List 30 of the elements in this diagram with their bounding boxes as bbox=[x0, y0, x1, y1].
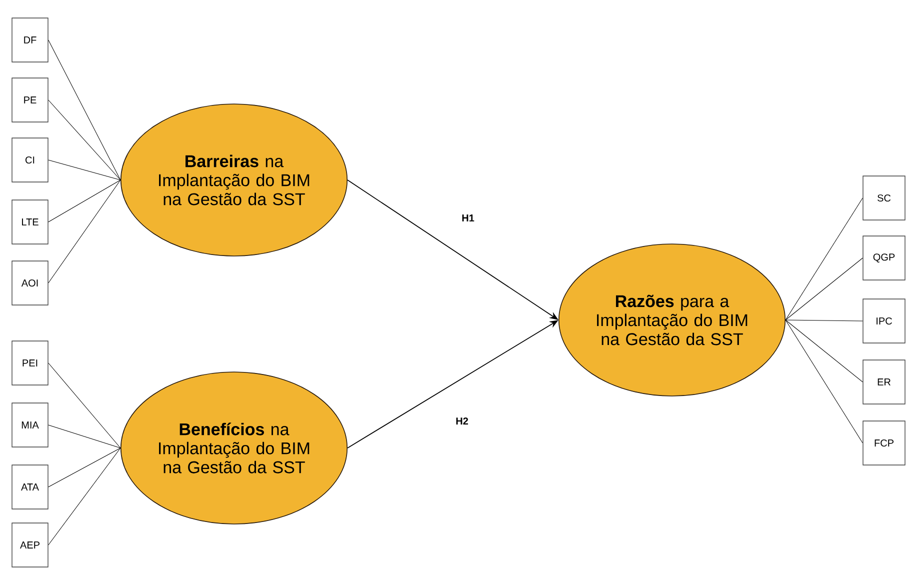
connector-line bbox=[48, 180, 121, 222]
edge-label: H1 bbox=[460, 214, 476, 222]
indicator-box: PEI bbox=[12, 340, 48, 386]
connector-line bbox=[785, 320, 863, 444]
indicator-box: ATA bbox=[12, 464, 48, 510]
indicator-box: IPC bbox=[862, 298, 906, 344]
indicator-box: SC bbox=[862, 176, 906, 220]
indicator-box: CI bbox=[12, 138, 48, 182]
connector-line bbox=[48, 362, 121, 448]
indicator-box: DF bbox=[12, 18, 48, 62]
indicator-box: AOI bbox=[12, 260, 48, 306]
connector-line bbox=[48, 448, 121, 488]
indicator-box: ER bbox=[862, 360, 906, 404]
connector-line bbox=[48, 180, 121, 284]
connector-line bbox=[48, 160, 121, 180]
indicator-box: QGP bbox=[862, 236, 906, 280]
connector-line bbox=[785, 320, 863, 322]
connector-line bbox=[48, 448, 121, 546]
connector-line bbox=[785, 258, 863, 320]
indicator-box: LTE bbox=[12, 200, 48, 244]
connector-line bbox=[48, 100, 121, 180]
indicator-box: MIA bbox=[12, 402, 48, 448]
connector-line bbox=[48, 424, 121, 448]
connector-line bbox=[48, 40, 121, 180]
edge-label: H2 bbox=[454, 416, 470, 426]
connector-line bbox=[785, 320, 863, 382]
connector-line bbox=[785, 198, 863, 320]
indicator-box: AEP bbox=[12, 522, 48, 568]
indicator-box: FCP bbox=[862, 420, 906, 466]
indicator-box: PE bbox=[12, 78, 48, 122]
